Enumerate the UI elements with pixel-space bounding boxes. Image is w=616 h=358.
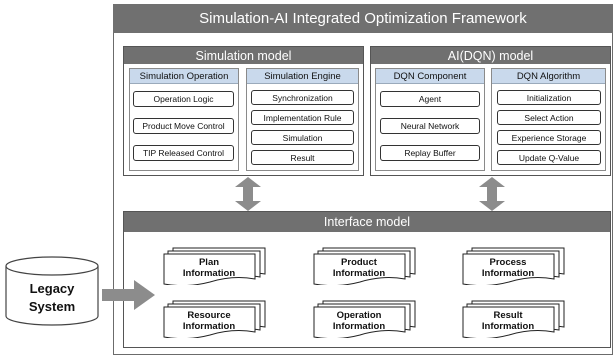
product-move-control-item: Product Move Control xyxy=(133,118,234,134)
simulation-item: Simulation xyxy=(251,130,354,145)
document-title: Resource xyxy=(187,310,231,321)
legacy-line-2: System xyxy=(28,299,76,314)
tip-released-control-item: TIP Released Control xyxy=(133,145,234,161)
agent-item: Agent xyxy=(380,91,480,107)
document-subtitle: Information xyxy=(481,268,535,279)
simulation-interface-double-arrow xyxy=(235,177,261,211)
document-subtitle: Information xyxy=(182,268,236,279)
document-stack-icon xyxy=(163,300,266,338)
resource-information-document: Resource Information xyxy=(163,300,267,338)
process-information-document: Process Information xyxy=(462,247,566,285)
ai-model-title: AI(DQN) model xyxy=(371,47,610,64)
document-subtitle: Information xyxy=(332,268,386,279)
experience-storage-item: Experience Storage xyxy=(497,130,601,145)
operation-information-document: Operation Information xyxy=(313,300,417,338)
document-title: Plan xyxy=(198,257,220,268)
document-title: Product xyxy=(341,257,377,268)
legacy-line-1: Legacy xyxy=(29,281,75,296)
document-stack-icon xyxy=(313,300,416,338)
dqn-algorithm-header: DQN Algorithm xyxy=(492,69,605,84)
simulation-model-title: Simulation model xyxy=(124,47,363,64)
simulation-engine-header: Simulation Engine xyxy=(247,69,358,84)
product-information-document: Product Information xyxy=(313,247,417,285)
dqn-component-header: DQN Component xyxy=(376,69,484,84)
simulation-operation-header: Simulation Operation xyxy=(130,69,238,84)
neural-network-item: Neural Network xyxy=(380,118,480,134)
interface-model-title: Interface model xyxy=(124,212,610,232)
document-title: Result xyxy=(493,310,523,321)
framework-title: Simulation-AI Integrated Optimization Fr… xyxy=(113,4,613,33)
replay-buffer-item: Replay Buffer xyxy=(380,145,480,161)
update-q-value-item: Update Q-Value xyxy=(497,150,601,165)
document-stack-icon xyxy=(462,300,565,338)
synchronization-item: Synchronization xyxy=(251,90,354,105)
document-stack-icon xyxy=(313,247,416,285)
result-information-document: Result Information xyxy=(462,300,566,338)
legacy-to-interface-arrow xyxy=(102,280,155,310)
result-item: Result xyxy=(251,150,354,165)
document-stack-icon xyxy=(462,247,565,285)
plan-information-document: Plan Information xyxy=(163,247,267,285)
document-stack-icon xyxy=(163,247,266,285)
legacy-database-icon xyxy=(5,256,99,326)
select-action-item: Select Action xyxy=(497,110,601,125)
operation-logic-item: Operation Logic xyxy=(133,91,234,107)
legacy-system-label: Legacy System xyxy=(4,280,100,316)
initialization-item: Initialization xyxy=(497,90,601,105)
document-subtitle: Information xyxy=(332,321,386,332)
implementation-rule-item: Implementation Rule xyxy=(251,110,354,125)
document-title: Process xyxy=(489,257,527,268)
document-title: Operation xyxy=(336,310,382,321)
document-subtitle: Information xyxy=(182,321,236,332)
ai-interface-double-arrow xyxy=(479,177,505,211)
document-subtitle: Information xyxy=(481,321,535,332)
